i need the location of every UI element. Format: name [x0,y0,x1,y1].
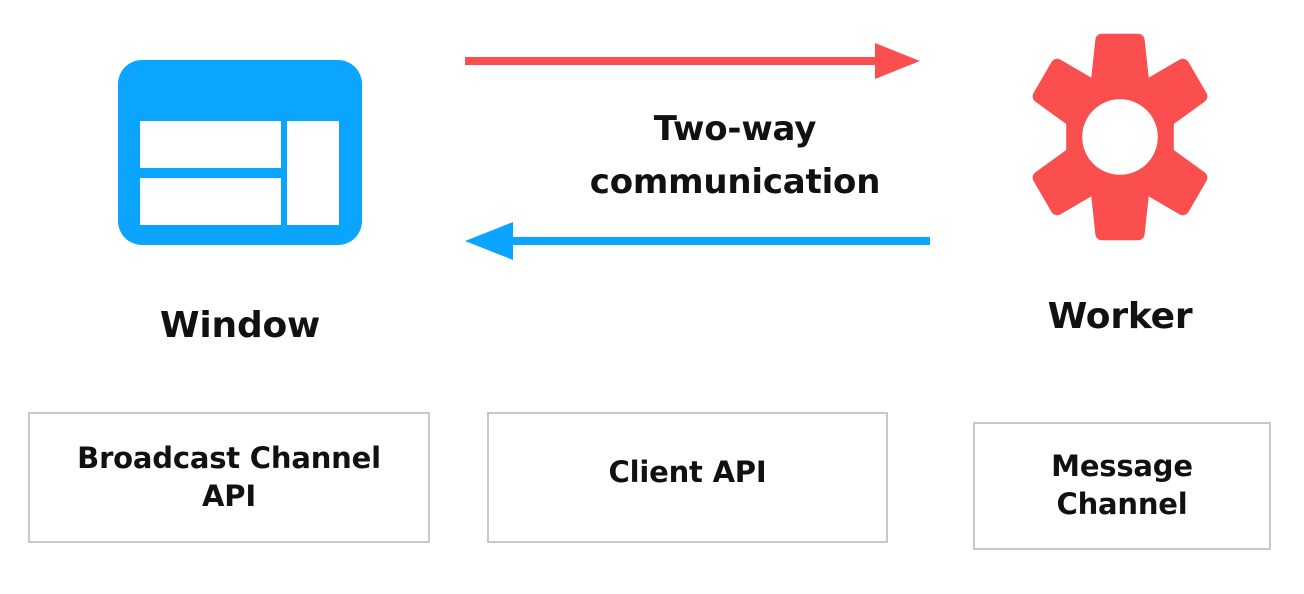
window-pane-right [287,121,339,225]
api-box-text: Broadcast Channel API [77,440,381,515]
api-box-line1: Message [1051,449,1193,484]
browser-window-icon [118,60,362,245]
api-box-text: Message Channel [1051,448,1193,523]
api-box-client-api: Client API [487,412,888,543]
arrow-window-to-worker [465,41,920,81]
node-label-worker: Worker [1047,296,1193,337]
gear-icon [1012,24,1228,250]
connection-caption: Two-way communication [535,103,935,208]
api-box-text: Client API [609,454,767,492]
arrow-worker-to-window [465,221,930,261]
window-pane-bottom-left [140,178,281,225]
node-label-window: Window [159,305,321,346]
connection-caption-line1: Two-way [653,109,817,149]
window-pane-top-left [140,121,281,168]
api-box-line2: Channel [1056,487,1188,521]
api-box-broadcast-channel-api: Broadcast Channel API [28,412,430,543]
api-box-line1: Client API [608,454,767,489]
api-box-line2: API [202,478,256,513]
api-box-line1: Broadcast Channel [77,440,381,475]
api-box-message-channel: Message Channel [973,422,1271,550]
connection-caption-line2: communication [589,161,881,202]
